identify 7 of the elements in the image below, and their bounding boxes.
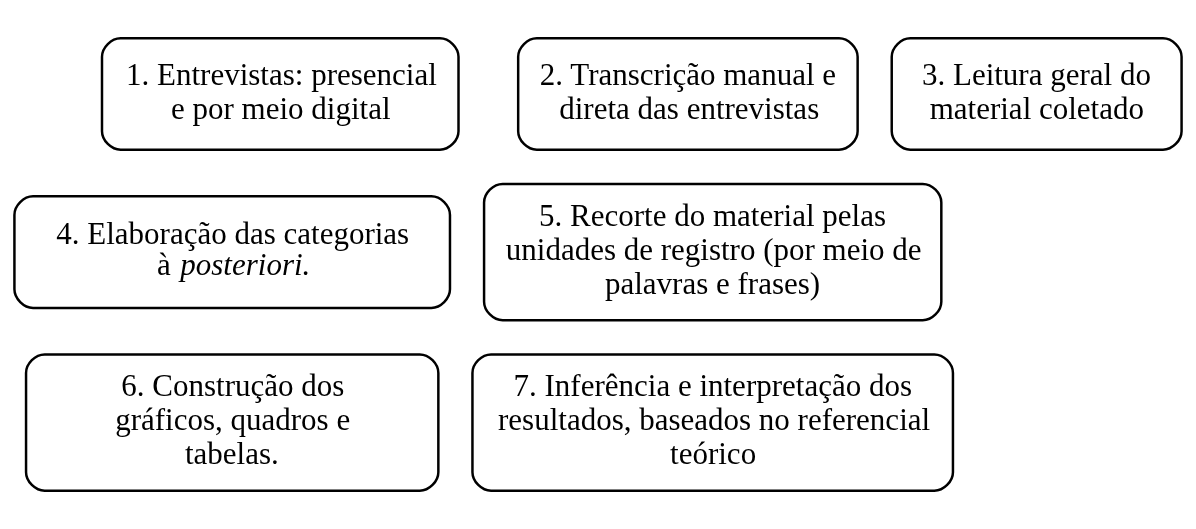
- node-box: 4. Elaboração das categorias à posteriori.: [13, 195, 452, 310]
- node-box: 3. Leitura geral do material coletado: [890, 36, 1183, 152]
- node-box: 1. Entrevistas: presencial e por meio digital: [100, 36, 460, 152]
- node-box: 7. Inferência e interpretação dos resultados, baseados no referencial teórico: [471, 353, 955, 493]
- node-box: 2. Transcrição manual e direta das entrevistas: [516, 36, 859, 152]
- node-box: 5. Recorte do material pelas unidades de registro (por meio de palavras e frases): [482, 182, 943, 322]
- node-box: 6. Construção dos gráficos, quadros e tabelas.: [24, 353, 440, 493]
